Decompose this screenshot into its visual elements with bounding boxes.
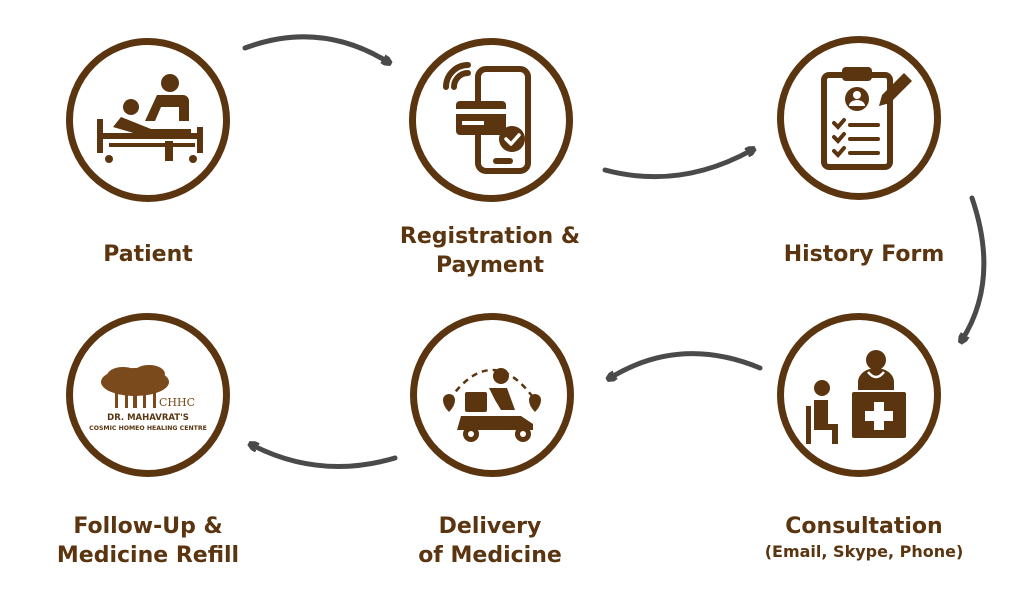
delivery-scooter-icon bbox=[443, 368, 541, 442]
arrow-registration-to-history bbox=[602, 150, 752, 180]
svg-text:DR. MAHAVRAT'S: DR. MAHAVRAT'S bbox=[107, 413, 189, 423]
svg-text:COSMIC HOMEO HEALING CENTRE: COSMIC HOMEO HEALING CENTRE bbox=[89, 425, 207, 432]
arrow-delivery-to-followup bbox=[252, 445, 398, 469]
step-registration-label: Registration & Payment bbox=[399, 224, 581, 278]
consultation-channels: (Email, Skype, Phone) bbox=[764, 542, 964, 561]
step-history-label: History Form bbox=[783, 242, 945, 267]
mobile-payment-icon bbox=[443, 62, 531, 174]
step-history-circle bbox=[777, 36, 941, 200]
step-patient-circle bbox=[66, 38, 230, 202]
step-followup-circle: CHHC DR. MAHAVRAT'S COSMIC HOMEO HEALING… bbox=[66, 313, 230, 477]
arrow-history-to-consultation bbox=[962, 195, 987, 340]
svg-text:CHHC: CHHC bbox=[159, 396, 195, 409]
patient-bed-icon bbox=[97, 74, 203, 163]
step-registration-circle bbox=[409, 38, 573, 202]
step-patient-label: Patient bbox=[103, 242, 193, 267]
step-followup-label: Follow-Up & Medicine Refill bbox=[56, 514, 240, 568]
step-delivery-circle bbox=[410, 313, 574, 477]
step-delivery-label: Delivery of Medicine bbox=[418, 514, 562, 568]
step-consultation-label: Consultation (Email, Skype, Phone) bbox=[734, 512, 994, 563]
arrow-consultation-to-delivery bbox=[610, 351, 763, 378]
doctor-consultation-icon bbox=[806, 350, 906, 444]
step-consultation-circle bbox=[777, 313, 941, 477]
clinic-logo: CHHC DR. MAHAVRAT'S COSMIC HOMEO HEALING… bbox=[89, 365, 207, 432]
arrow-patient-to-registration bbox=[242, 34, 388, 62]
clipboard-form-icon bbox=[821, 67, 912, 170]
